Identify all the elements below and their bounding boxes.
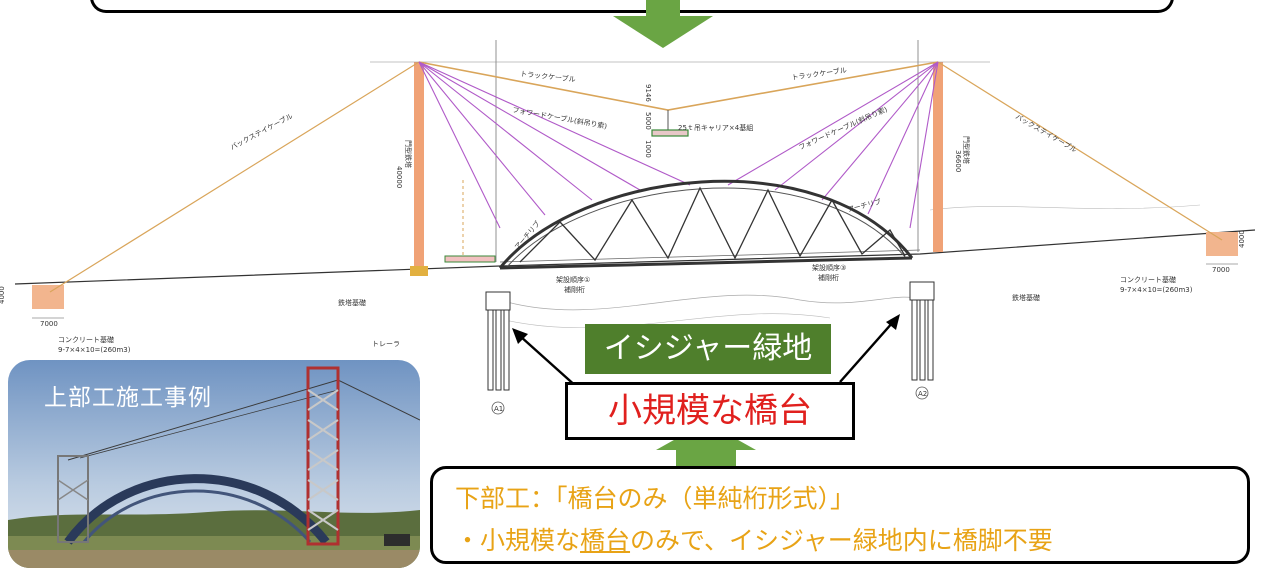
right-tower-foundation-label: 鉄塔基礎 [1012, 293, 1040, 302]
photo-title: 上部工施工事例 [44, 385, 212, 411]
arch-truss [519, 186, 906, 263]
girder-label-right: 補剛桁 [818, 273, 839, 282]
right-concrete-foundation [1206, 232, 1238, 256]
left-concrete-foundation [32, 285, 64, 309]
abutment-a1-label: A1 [494, 405, 503, 413]
left-tower [414, 62, 424, 274]
construction-example-photo [8, 360, 420, 568]
right-foundation-spec: 9-7×4×10=(260m3) [1120, 286, 1193, 294]
carrier-label: 25ｔ吊キャリア×4基組 [678, 123, 753, 132]
left-dim-4000: 4000 [0, 286, 6, 304]
left-tower-foundation-label: 鉄塔基礎 [338, 298, 366, 307]
left-tower-height: 40000 [395, 166, 403, 188]
carrier-block [651, 129, 689, 137]
stiffening-girder [499, 256, 913, 270]
abutment-a2 [909, 281, 935, 301]
dim-5000: 5000 [644, 112, 652, 130]
left-foundation-spec: 9-7×4×10=(260m3) [58, 346, 131, 354]
left-back-stay-cable [49, 61, 420, 293]
right-foundation-label: コンクリート基礎 [1120, 275, 1176, 284]
small-abutment-label: 小規模な橋台 [565, 382, 855, 440]
forward-cable-label-left: フォワードケーブル(斜吊り索) [512, 105, 608, 131]
ishija-green-space-label: イシジャー緑地 [585, 324, 831, 374]
abutment-a2-label: A2 [918, 390, 927, 398]
arch-rib-label-right: アーチリブ [846, 197, 882, 214]
track-cable-label-left: トラックケーブル [520, 69, 576, 84]
info-heading: 下部工：「橋台のみ（単純桁形式）」 [455, 484, 856, 513]
right-dim-7000: 7000 [1212, 266, 1230, 274]
green-up-arrow-icon [656, 422, 756, 466]
back-stay-label-right: バックステイケーブル [1014, 112, 1079, 154]
info-bullet-suffix: のみで、イシジャー緑地内に橋脚不要 [630, 526, 1053, 555]
green-down-arrow-icon [613, 0, 713, 48]
info-bullet-prefix: ・小規模な [455, 526, 581, 555]
right-callout-arrow-icon [886, 314, 900, 330]
dim-9146: 9146 [644, 84, 652, 102]
info-bullet: ・小規模な橋台のみで、イシジャー緑地内に橋脚不要 [455, 521, 1053, 557]
girder-label-left: 補剛桁 [564, 285, 585, 294]
track-cable [418, 61, 939, 111]
right-dim-4000: 4000 [1238, 230, 1246, 248]
right-tower-height: 36600 [954, 150, 962, 172]
ground-line [14, 229, 1256, 285]
left-foundation-label: コンクリート基礎 [58, 335, 114, 344]
right-back-stay-cable [937, 61, 1223, 241]
trailer-label: トレーラ [372, 340, 400, 348]
erection-order-right: 架設順序③ [812, 263, 846, 272]
dim-1000: 1000 [644, 140, 652, 158]
left-tower-label: 門型鉄塔 [404, 140, 413, 168]
right-tower [933, 62, 943, 252]
forward-cable-label-right: フォワードケーブル(斜吊り索) [797, 104, 889, 151]
info-bullet-underlined: 橋台 [580, 526, 631, 555]
forward-cables [418, 61, 939, 229]
left-dim-7000: 7000 [40, 320, 58, 328]
substructure-info-box: 下部工：「橋台のみ（単純桁形式）」 ・小規模な橋台のみで、イシジャー緑地内に橋脚… [430, 466, 1250, 564]
erection-order-left: 架設順序① [556, 275, 590, 284]
left-callout-arrow-icon [512, 328, 528, 344]
arch-rib [498, 179, 914, 269]
right-tower-label: 門型鉄塔 [962, 136, 971, 164]
abutment-a1 [485, 291, 511, 311]
